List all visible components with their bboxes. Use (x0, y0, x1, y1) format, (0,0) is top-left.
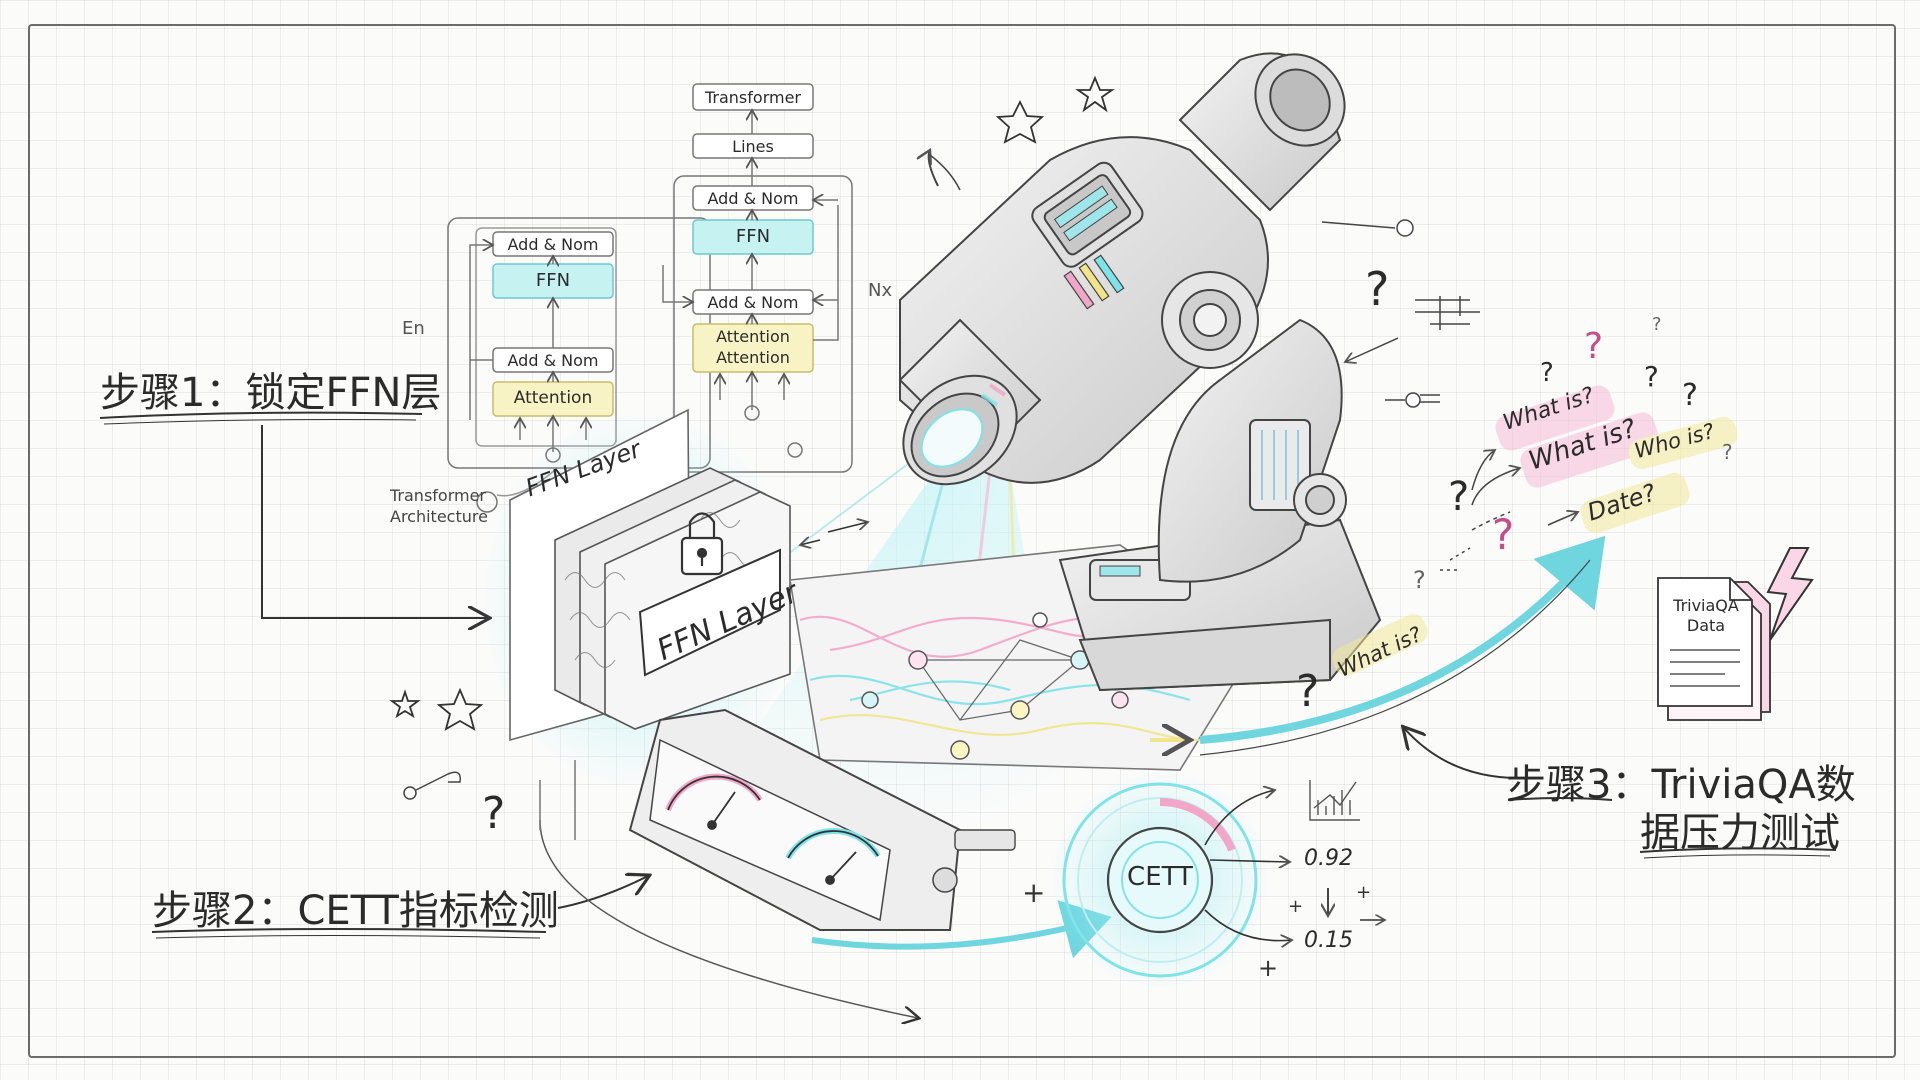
step-underlines (99, 411, 1837, 939)
cett-label: CETT (1127, 862, 1193, 892)
question-mark-icon: ? (1448, 474, 1470, 520)
decoder-block (673, 175, 853, 473)
output-sweep-arrow (1199, 535, 1606, 744)
transformer-caption-line2: Architecture (390, 507, 488, 526)
transformer-caption-line1: Transformer (390, 486, 487, 505)
scanner-machine (898, 52, 1382, 692)
cett-value-high: 0.92 (1304, 846, 1353, 871)
step-connectors (261, 425, 1526, 1018)
gauge-icon (665, 773, 881, 885)
question-mark-icon: ? (1365, 262, 1390, 316)
encoder-attention-label: Attention (513, 388, 593, 408)
document-title-line2: Data (1686, 616, 1726, 635)
cett-dial: + + + + (1022, 770, 1385, 990)
sketch-frame (28, 24, 1896, 1058)
question-mark-icon: ? (1682, 378, 1698, 413)
chart-icon (1309, 780, 1360, 821)
question-mark-icon: ? (482, 788, 506, 839)
lock-icon (680, 512, 724, 576)
decoder-add-norm2-label: Add & Nom (707, 293, 799, 312)
machine-callouts (1321, 219, 1480, 408)
question-mark-icon: ? (1722, 440, 1733, 464)
question-mark-icon: ? (1652, 314, 1662, 335)
transformer-architecture (447, 83, 853, 513)
step2-title: 步骤2：CETT指标检测 (152, 888, 559, 934)
question-mark-icon: ? (1644, 360, 1659, 393)
nx-label: Nx (868, 280, 893, 301)
transformer-top-label: Transformer (704, 88, 801, 107)
ffn-label-plate (638, 548, 781, 677)
question-mark-icon: ? (1492, 510, 1515, 559)
step3-title-line1: 步骤3：TriviaQA数 (1506, 762, 1856, 808)
svg-text:+: + (1258, 954, 1278, 982)
decoder-ffn-label: FFN (735, 226, 771, 247)
lightning-icon (1766, 547, 1814, 641)
document-title-line1: TriviaQA (1673, 596, 1739, 615)
step3-title-line2: 据压力测试 (1640, 810, 1840, 856)
question-mark-icon: ? (1584, 326, 1604, 367)
lines-label: Lines (732, 137, 774, 156)
step1-arrow (261, 425, 488, 618)
question-arrows (1440, 450, 1578, 571)
encoder-ffn-label: FFN (535, 270, 571, 291)
misc-doodles (403, 760, 576, 840)
encoder-add-norm-label: Add & Nom (507, 235, 599, 254)
step3-arrow (1404, 728, 1526, 780)
question-highlights (1332, 385, 1738, 676)
svg-text:+: + (1288, 896, 1303, 917)
decoder-add-norm-label: Add & Nom (707, 189, 799, 208)
step1-title: 步骤1：锁定FFN层 (100, 370, 442, 416)
decoder-attention-label-2: Attention (716, 348, 790, 367)
ffn-layers (480, 408, 868, 790)
svg-text:+: + (1022, 876, 1045, 909)
question-mark-icon: ? (1413, 566, 1426, 594)
cett-value-low: 0.15 (1304, 928, 1353, 953)
cett-sweep-arrow (811, 900, 1112, 959)
en-label: En (402, 318, 425, 339)
svg-text:+: + (1356, 882, 1371, 903)
gauge-panel (628, 708, 1016, 931)
star-icon (389, 75, 1115, 731)
question-mark-icon: ? (1296, 666, 1320, 717)
encoder-add-norm2-label: Add & Nom (507, 351, 599, 370)
question-mark-icon: ? (1540, 358, 1554, 388)
triviaqa-document-icon (1657, 577, 1771, 721)
step2-arrow (557, 876, 648, 909)
decoder-attention-label-1: Attention (716, 327, 790, 346)
